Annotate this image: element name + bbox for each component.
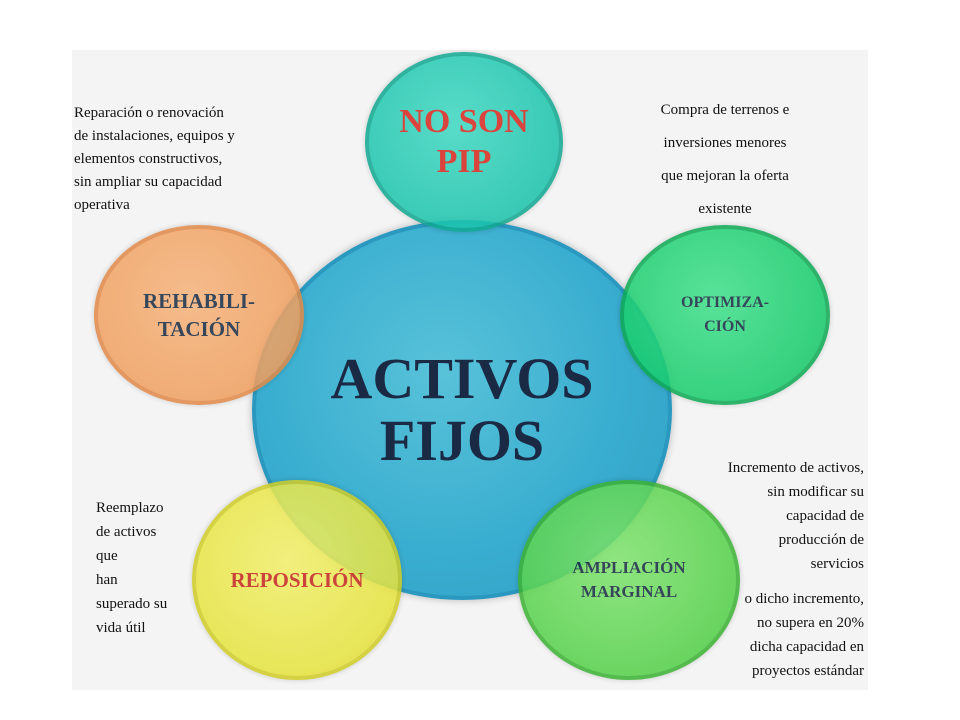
center-label-line2: FIJOS [379,408,545,473]
node-ampl-line1: AMPLIACIÓN [572,558,686,577]
center-label-line1: ACTIVOS [330,346,594,411]
note-line: sin ampliar su capacidad [74,174,222,190]
node-no-pip-line2: PIP [436,143,492,180]
note-line: superado su [96,596,168,612]
note-line: operativa [74,197,130,213]
note-line: dicha capacidad en [749,639,864,655]
note-line: producción de [778,532,864,548]
node-rehabilitacion: REHABILI- TACIÓN [94,225,304,405]
note-line: proyectos estándar [751,663,864,679]
note-line: servicios [810,556,864,572]
note-ampliacion-part1: Incremento de activos, sin modificar su … [662,456,864,576]
note-line: que [96,548,118,564]
node-optimizacion: OPTIMIZA- CIÓN [620,225,830,405]
note-optimizacion: Compra de terrenos e inversiones menores… [620,94,830,226]
note-line: Compra de terrenos e [660,102,790,118]
note-line: existente [698,201,752,217]
node-rehab-line2: TACIÓN [157,317,241,341]
note-line: de activos [96,524,157,540]
note-line: Reemplazo [96,500,164,516]
note-line: Reparación o renovación [74,105,224,121]
note-line: Incremento de activos, [727,460,864,476]
node-optim-line1: OPTIMIZA- [681,294,769,311]
node-no-pip-line1: NO SON [399,103,529,140]
note-rehabilitacion: Reparación o renovación de instalaciones… [74,102,314,217]
note-line: no supera en 20% [756,615,864,631]
note-ampliacion-part2: o dicho incremento, no supera en 20% dic… [662,587,864,683]
note-line: han [96,572,118,588]
note-line: capacidad de [786,508,864,524]
note-line: elementos constructivos, [74,151,223,167]
node-no-son-pip: NO SON PIP [365,52,563,232]
note-line: vida útil [96,620,146,636]
note-line: de instalaciones, equipos y [74,128,235,144]
node-optim-line2: CIÓN [704,318,746,335]
node-ampl-line2: MARGINAL [580,582,678,601]
note-line: o dicho incremento, [744,591,864,607]
node-rehab-line1: REHABILI- [142,289,256,313]
note-reposicion: Reemplazo de activos que han superado su… [96,496,206,640]
note-line: sin modificar su [767,484,864,500]
note-line: que mejoran la oferta [661,168,789,184]
node-repo-line1: REPOSICIÓN [230,568,364,592]
node-reposicion: REPOSICIÓN [192,480,402,680]
node-ampliacion-marginal: AMPLIACIÓN MARGINAL [518,480,740,680]
note-line: inversiones menores [663,135,787,151]
